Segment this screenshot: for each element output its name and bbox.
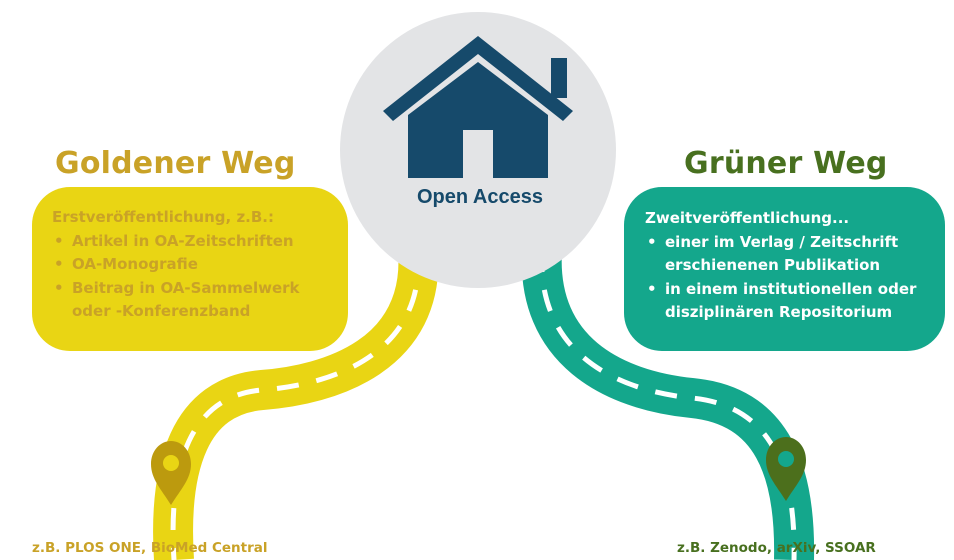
golden-intro: Erstveröffentlichung, z.B.:	[52, 208, 274, 226]
center-circle	[340, 12, 616, 288]
list-item: • einer im Verlag / Zeitschrift	[645, 231, 945, 255]
green-path-title: Grüner Weg	[684, 146, 888, 181]
green-bullet-list: • einer im Verlag / Zeitschrift	[645, 231, 945, 255]
golden-path-box: Erstveröffentlichung, z.B.: • Artikel in …	[32, 187, 348, 351]
bullet-continuation: oder -Konferenzband	[72, 302, 251, 320]
list-item: • Beitrag in OA-Sammelwerk	[52, 277, 348, 301]
bullet-marker: •	[54, 255, 64, 273]
green-location-pin-icon	[766, 437, 806, 501]
gold-location-pin-icon	[151, 441, 191, 505]
bullet-text: einer im Verlag / Zeitschrift	[665, 232, 899, 251]
list-item: • Artikel in OA-Zeitschriften	[52, 230, 348, 254]
bullet-text: in einem institutionellen oder	[665, 279, 917, 298]
bullet-continuation: disziplinären Repositorium	[665, 303, 893, 321]
green-bullet-list-2: • in einem institutionellen oder	[645, 278, 945, 302]
bullet-marker: •	[54, 231, 64, 250]
green-path-box: Zweitveröffentlichung... • einer im Verla…	[624, 187, 945, 351]
list-item: • in einem institutionellen oder	[645, 278, 945, 302]
open-access-label: Open Access	[417, 186, 543, 208]
bullet-text: Artikel in OA-Zeitschriften	[72, 231, 294, 250]
green-intro: Zweitveröffentlichung...	[645, 209, 850, 227]
bullet-marker: •	[647, 279, 657, 298]
house-icon	[383, 36, 573, 178]
golden-path-title: Goldener Weg	[55, 146, 296, 181]
bullet-text: OA-Monografie	[72, 255, 198, 273]
bullet-marker: •	[647, 232, 657, 251]
green-example-text: z.B. Zenodo, arXiv, SSOAR	[677, 540, 876, 556]
golden-example-text: z.B. PLOS ONE, BioMed Central	[32, 540, 268, 556]
golden-bullet-list: • Artikel in OA-Zeitschriften • OA-Monogra…	[52, 230, 348, 301]
bullet-text: Beitrag in OA-Sammelwerk	[72, 278, 300, 297]
bullet-continuation: erschienenen Publikation	[665, 256, 881, 274]
list-item: • OA-Monografie	[52, 253, 348, 277]
bullet-marker: •	[54, 278, 64, 297]
